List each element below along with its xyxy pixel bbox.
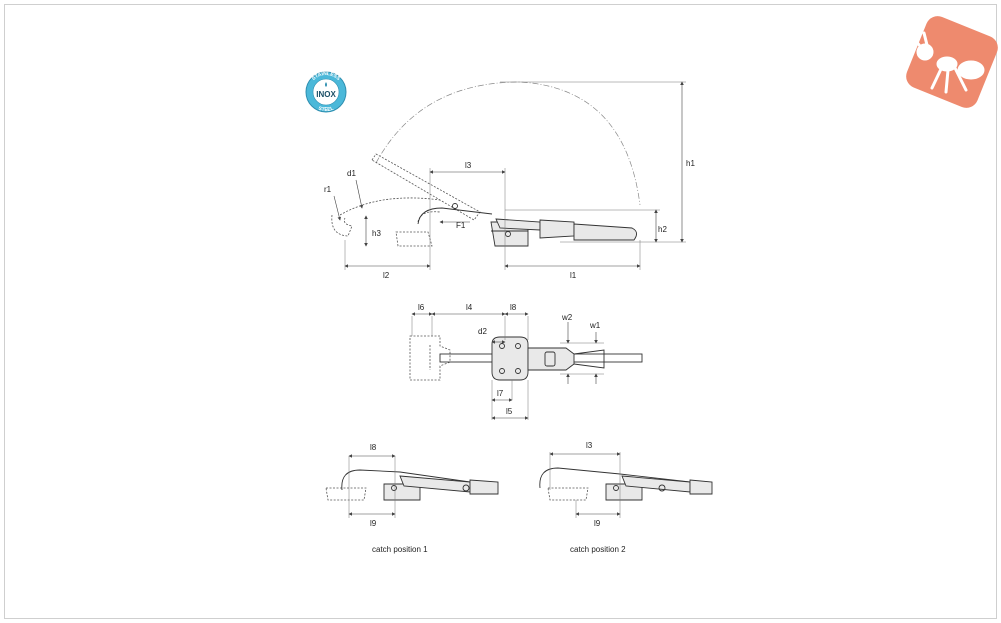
label-d2: d2: [478, 327, 487, 336]
badge-center-text: INOX: [316, 90, 336, 99]
label-d1: d1: [347, 169, 356, 178]
label-catch2-l9: l9: [594, 519, 601, 528]
label-catch2-l3: l3: [586, 441, 593, 450]
badge-top-text: STAINLESS: [311, 71, 342, 82]
label-h1: h1: [686, 159, 695, 168]
label-l4: l4: [466, 303, 473, 312]
top-view-drawing: l6 l4 l8 d2 w2 w1 l7 l5: [409, 303, 643, 420]
page-frame: [4, 4, 997, 619]
label-w2: w2: [561, 313, 573, 322]
label-l6: l6: [418, 303, 425, 312]
label-h2: h2: [658, 225, 667, 234]
catch-position-2-drawing: l3 l9 catch position 2: [539, 441, 713, 554]
label-l1: l1: [570, 271, 577, 280]
label-l8: l8: [510, 303, 517, 312]
label-catch1-l8: l8: [370, 443, 377, 452]
ant-logo: [906, 16, 998, 108]
label-l3: l3: [465, 161, 472, 170]
label-l7: l7: [497, 389, 504, 398]
catch-position-1-drawing: l8 l9 catch position 1: [325, 443, 499, 554]
label-catch1-l9: l9: [370, 519, 377, 528]
label-h3: h3: [372, 229, 381, 238]
caption-catch-position-1: catch position 1: [372, 545, 428, 554]
caption-catch-position-2: catch position 2: [570, 545, 626, 554]
label-F1: F1: [456, 221, 466, 230]
label-l2: l2: [383, 271, 390, 280]
side-view-drawing: l3 h1 h2 h3 d1 r1 F1 l2 l1: [324, 81, 695, 280]
label-r1: r1: [324, 185, 332, 194]
label-l5: l5: [506, 407, 513, 416]
badge-bottom-text: STEEL: [317, 106, 334, 113]
drop-icon: [325, 82, 327, 87]
swing-arc: [375, 81, 641, 206]
label-w1: w1: [589, 321, 601, 330]
stainless-steel-badge: STAINLESS STEEL INOX: [305, 71, 347, 113]
